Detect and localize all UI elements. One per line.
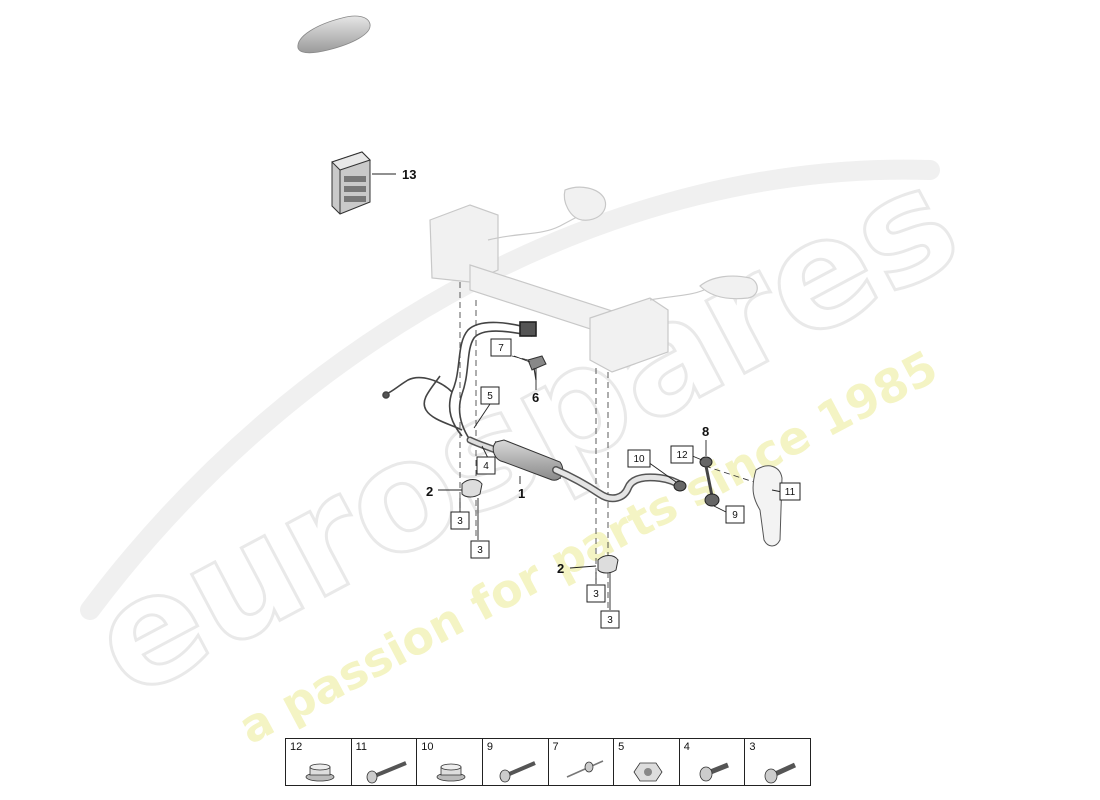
parts-cell-10[interactable]: 10 bbox=[417, 739, 483, 785]
parts-cell-7[interactable]: 7 bbox=[549, 739, 615, 785]
boxed-label-10-text: 10 bbox=[633, 454, 645, 465]
boxed-label-3-c: 3 bbox=[586, 584, 606, 603]
parts-cell-number: 3 bbox=[749, 741, 756, 753]
parts-cell-number: 11 bbox=[355, 741, 368, 753]
boxed-label-5-text: 5 bbox=[487, 391, 493, 402]
coupling-rod bbox=[699, 456, 720, 507]
boxed-label-4: 4 bbox=[476, 456, 496, 475]
short-bolt-icon bbox=[699, 762, 729, 782]
callout-1: 1 bbox=[518, 486, 525, 501]
boxed-label-12: 12 bbox=[670, 445, 694, 464]
wiring-harness bbox=[382, 321, 537, 441]
wheel-carrier bbox=[752, 465, 783, 547]
flange-nut-icon bbox=[436, 763, 466, 782]
parts-cell-number: 4 bbox=[683, 741, 690, 753]
callout-8: 8 bbox=[702, 424, 709, 439]
boxed-label-3-a: 3 bbox=[450, 511, 470, 530]
control-unit bbox=[331, 151, 371, 215]
rivet-icon bbox=[566, 760, 603, 778]
boxed-label-10: 10 bbox=[627, 449, 651, 468]
parts-table: 12 11 10 9 7 5 bbox=[285, 738, 811, 786]
boxed-label-9: 9 bbox=[725, 505, 745, 524]
parts-cell-number: 7 bbox=[552, 741, 559, 753]
parts-cell-4[interactable]: 4 bbox=[680, 739, 746, 785]
parts-cell-12[interactable]: 12 bbox=[286, 739, 352, 785]
parts-cell-11[interactable]: 11 bbox=[352, 739, 418, 785]
callout-lines bbox=[372, 173, 783, 610]
parts-cell-3[interactable]: 3 bbox=[745, 739, 810, 785]
boxed-label-3-d-text: 3 bbox=[607, 615, 613, 626]
flange-nut-icon bbox=[305, 763, 335, 782]
boxed-label-3-d: 3 bbox=[600, 610, 620, 629]
parts-cell-5[interactable]: 5 bbox=[614, 739, 680, 785]
boxed-label-9-text: 9 bbox=[732, 510, 738, 521]
boxed-label-3-b: 3 bbox=[470, 540, 490, 559]
bolt-icon bbox=[499, 761, 536, 783]
hex-nut-icon bbox=[633, 762, 663, 782]
boxed-label-7: 7 bbox=[490, 338, 512, 357]
bush-right bbox=[597, 555, 619, 574]
boxed-label-5: 5 bbox=[480, 386, 500, 405]
car-icon bbox=[297, 15, 371, 54]
boxed-label-7-text: 7 bbox=[498, 343, 504, 354]
watermark: eurospares a passion for parts since 198… bbox=[64, 131, 986, 754]
parts-cell-number: 5 bbox=[618, 741, 625, 753]
boxed-label-3-b-text: 3 bbox=[477, 545, 483, 556]
torx-bolt-icon bbox=[764, 762, 797, 784]
parts-cell-number: 10 bbox=[421, 741, 434, 753]
callout-2-left: 2 bbox=[426, 484, 433, 499]
stabilizer-bar bbox=[466, 436, 687, 503]
callout-6: 6 bbox=[532, 390, 539, 405]
bush-left bbox=[461, 479, 483, 498]
boxed-label-11: 11 bbox=[779, 482, 801, 501]
callout-13: 13 bbox=[402, 167, 416, 182]
boxed-label-4-text: 4 bbox=[483, 461, 489, 472]
callout-2-right: 2 bbox=[557, 561, 564, 576]
parts-cell-number: 12 bbox=[290, 741, 303, 753]
boxed-label-11-text: 11 bbox=[785, 487, 796, 498]
boxed-label-12-text: 12 bbox=[676, 450, 688, 461]
long-bolt-icon bbox=[366, 761, 407, 784]
parts-cell-9[interactable]: 9 bbox=[483, 739, 549, 785]
axle-carrier bbox=[429, 186, 758, 373]
boxed-label-3-c-text: 3 bbox=[593, 589, 599, 600]
parts-cell-number: 9 bbox=[486, 741, 493, 753]
boxed-label-3-a-text: 3 bbox=[457, 516, 463, 527]
